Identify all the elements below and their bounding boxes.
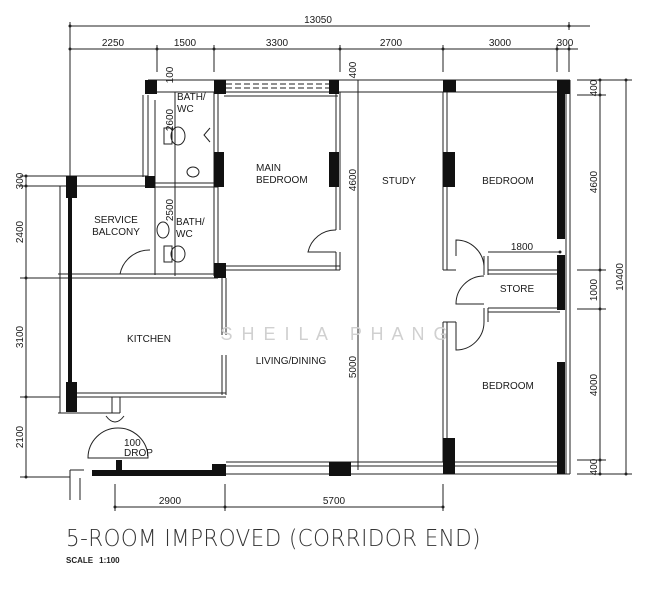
dim-bottom-1: 2900 bbox=[159, 496, 182, 507]
dim-right-4: 4000 bbox=[589, 373, 600, 396]
scale-value: 1:100 bbox=[99, 556, 120, 565]
plan-title: 5-ROOM IMPROVED (CORRIDOR END) bbox=[66, 526, 481, 552]
left-dimension-lines bbox=[20, 175, 70, 478]
bath2-label-line1: BATH/ bbox=[176, 217, 205, 228]
dim-top-overall: 13050 bbox=[304, 15, 332, 26]
dim-right-2: 4600 bbox=[589, 170, 600, 193]
dim-store-width: 1800 bbox=[511, 242, 534, 253]
dim-top-5: 3000 bbox=[489, 38, 512, 49]
bedroom2-label: BEDROOM bbox=[482, 381, 534, 392]
dim-bath1-height: 2600 bbox=[165, 108, 176, 131]
bedroom1-label: BEDROOM bbox=[482, 176, 534, 187]
dim-right-5: 400 bbox=[589, 458, 600, 475]
left-dimension-ticks bbox=[24, 174, 28, 479]
dim-top-1: 2250 bbox=[102, 38, 125, 49]
dim-study-upper: 4600 bbox=[348, 168, 359, 191]
dim-right-overall: 10400 bbox=[615, 263, 626, 291]
dim-bath1-top: 100 bbox=[165, 66, 176, 83]
dim-right-3: 1000 bbox=[589, 278, 600, 301]
dim-top-4: 2700 bbox=[380, 38, 403, 49]
dim-left-3: 3100 bbox=[15, 325, 26, 348]
store-label: STORE bbox=[500, 284, 535, 295]
refuse-drop-label-line1: 100 bbox=[124, 438, 141, 449]
service-balcony-label-line1: SERVICE bbox=[94, 215, 138, 226]
dim-top-3: 3300 bbox=[266, 38, 289, 49]
dim-top-6: 300 bbox=[557, 38, 574, 49]
top-dimension-ticks bbox=[68, 24, 571, 51]
dim-study-lower: 5000 bbox=[348, 355, 359, 378]
dim-study-top: 400 bbox=[348, 61, 359, 78]
right-dimension-ticks bbox=[558, 78, 628, 476]
living-dining-label: LIVING/DINING bbox=[256, 356, 327, 367]
dim-right-1: 400 bbox=[589, 79, 600, 96]
dim-left-2: 2400 bbox=[15, 220, 26, 243]
dim-bath2-height: 2500 bbox=[165, 198, 176, 221]
scale-note: SCALE 1:100 bbox=[66, 556, 126, 565]
bottom-dimension-ticks bbox=[113, 505, 445, 509]
bath1-label-line1: BATH/ bbox=[177, 92, 206, 103]
watermark: S H E I L A P H A N G bbox=[220, 324, 449, 344]
bath1-label-line2: WC bbox=[177, 104, 194, 115]
study-label: STUDY bbox=[382, 176, 416, 187]
service-balcony-label-line2: BALCONY bbox=[92, 227, 140, 238]
dim-left-4: 2100 bbox=[15, 425, 26, 448]
structural-columns bbox=[66, 80, 570, 476]
scale-label: SCALE bbox=[66, 556, 94, 565]
dim-left-1: 300 bbox=[15, 172, 26, 189]
bath2-label-line2: WC bbox=[176, 229, 193, 240]
kitchen-label: KITCHEN bbox=[127, 334, 171, 345]
walls bbox=[58, 79, 571, 500]
main-bedroom-window bbox=[226, 83, 334, 89]
door-swings bbox=[87, 229, 485, 459]
main-bedroom-label-line1: MAIN bbox=[256, 163, 281, 174]
sanitary-fixtures bbox=[156, 126, 211, 263]
main-bedroom-label-line2: BEDROOM bbox=[256, 175, 308, 186]
dim-bottom-2: 5700 bbox=[323, 496, 346, 507]
refuse-drop-label-line2: DROP bbox=[124, 448, 153, 459]
dim-top-2: 1500 bbox=[174, 38, 197, 49]
